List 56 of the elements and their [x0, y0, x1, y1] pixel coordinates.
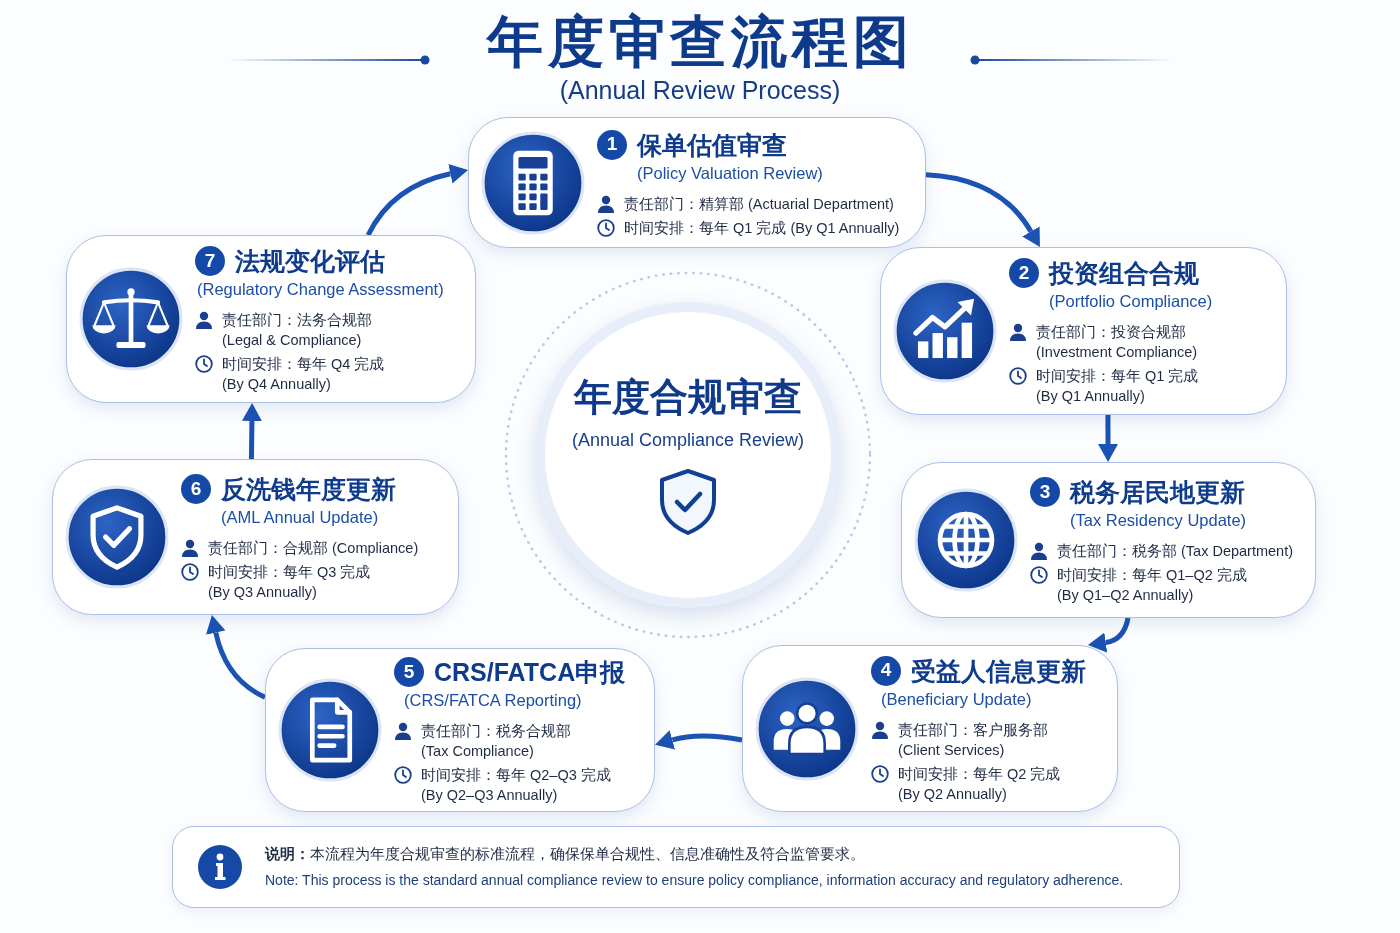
schedule-text: 时间安排：每年 Q4 完成 (By Q4 Annually)	[222, 355, 386, 394]
step-subtitle: (Portfolio Compliance)	[1049, 291, 1213, 312]
flow-arrow	[1088, 617, 1131, 653]
step-number: 5	[394, 657, 424, 687]
note-text: Note: This process is the standard annual compliance review to ensure policy compliance, information accuracy and regulatory adherence.	[265, 871, 1124, 890]
step-number: 1	[597, 129, 627, 160]
step-title: 投资组合合规	[1049, 258, 1199, 289]
schedule-text: 时间安排：每年 Q2–Q3 完成 (By Q2–Q3 Annually)	[421, 766, 612, 805]
step-title: 受益人信息更新	[911, 655, 1086, 687]
step-number: 4	[871, 655, 901, 686]
process-card	[468, 117, 926, 248]
process-card	[880, 247, 1287, 415]
step-title: 反洗钱年度更新	[221, 474, 396, 505]
flow-arrow	[925, 172, 1041, 247]
process-card	[52, 459, 459, 615]
step-title: 税务居民地更新	[1070, 477, 1245, 508]
schedule-text: 时间安排：每年 Q2 完成 (By Q2 Annually)	[898, 764, 1062, 804]
center-subtitle: (Annual Compliance Review)	[571, 429, 805, 452]
department-text: 责任部门：税务部 (Tax Department)	[1057, 542, 1294, 561]
flow-arrow	[365, 164, 468, 237]
step-title: CRS/FATCA申报	[434, 657, 626, 688]
department-text: 责任部门：客户服务部 (Client Services)	[898, 720, 1049, 760]
step-number: 7	[195, 246, 225, 276]
center-title: 年度合规审查	[574, 375, 802, 420]
step-number: 6	[181, 474, 211, 504]
diagram-title: 年度审查流程图	[486, 10, 914, 74]
department-text: 责任部门：投资合规部 (Investment Compliance)	[1036, 323, 1199, 362]
process-card	[265, 648, 655, 812]
schedule-text: 时间安排：每年 Q1 完成 (By Q1 Annually)	[624, 218, 900, 238]
step-subtitle: (Beneficiary Update)	[881, 688, 1032, 710]
step-number: 2	[1009, 258, 1039, 288]
step-number: 3	[1030, 477, 1060, 507]
process-card	[742, 645, 1118, 812]
process-card	[66, 235, 476, 403]
department-text: 责任部门：精算部 (Actuarial Department)	[624, 194, 894, 214]
schedule-text: 时间安排：每年 Q3 完成 (By Q3 Annually)	[208, 563, 372, 602]
step-title: 法规变化评估	[235, 246, 385, 277]
step-subtitle: (Tax Residency Update)	[1070, 510, 1247, 531]
flow-arrow	[654, 730, 743, 750]
department-text: 责任部门：法务合规部 (Legal & Compliance)	[222, 311, 373, 350]
department-text: 责任部门：税务合规部 (Tax Compliance)	[421, 722, 572, 761]
step-subtitle: (AML Annual Update)	[221, 507, 379, 528]
schedule-text: 时间安排：每年 Q1 完成 (By Q1 Annually)	[1036, 367, 1200, 406]
flow-arrow	[241, 403, 262, 460]
flow-arrow	[206, 615, 267, 700]
step-subtitle: (Regulatory Change Assessment)	[197, 279, 444, 300]
schedule-text: 时间安排：每年 Q1–Q2 完成 (By Q1–Q2 Annually)	[1057, 566, 1248, 605]
step-subtitle: (CRS/FATCA Reporting)	[404, 690, 582, 711]
note-panel	[172, 826, 1180, 908]
process-card	[901, 462, 1316, 618]
diagram-subtitle: (Annual Review Process)	[559, 75, 841, 106]
note-text: 说明：本流程为年度合规审查的标准流程，确保保单合规性、信息准确性及符合监管要求。	[265, 844, 865, 864]
step-title: 保单估值审查	[637, 129, 787, 161]
step-subtitle: (Policy Valuation Review)	[637, 162, 823, 184]
department-text: 责任部门：合规部 (Compliance)	[208, 539, 419, 558]
flow-arrow	[1098, 415, 1118, 462]
